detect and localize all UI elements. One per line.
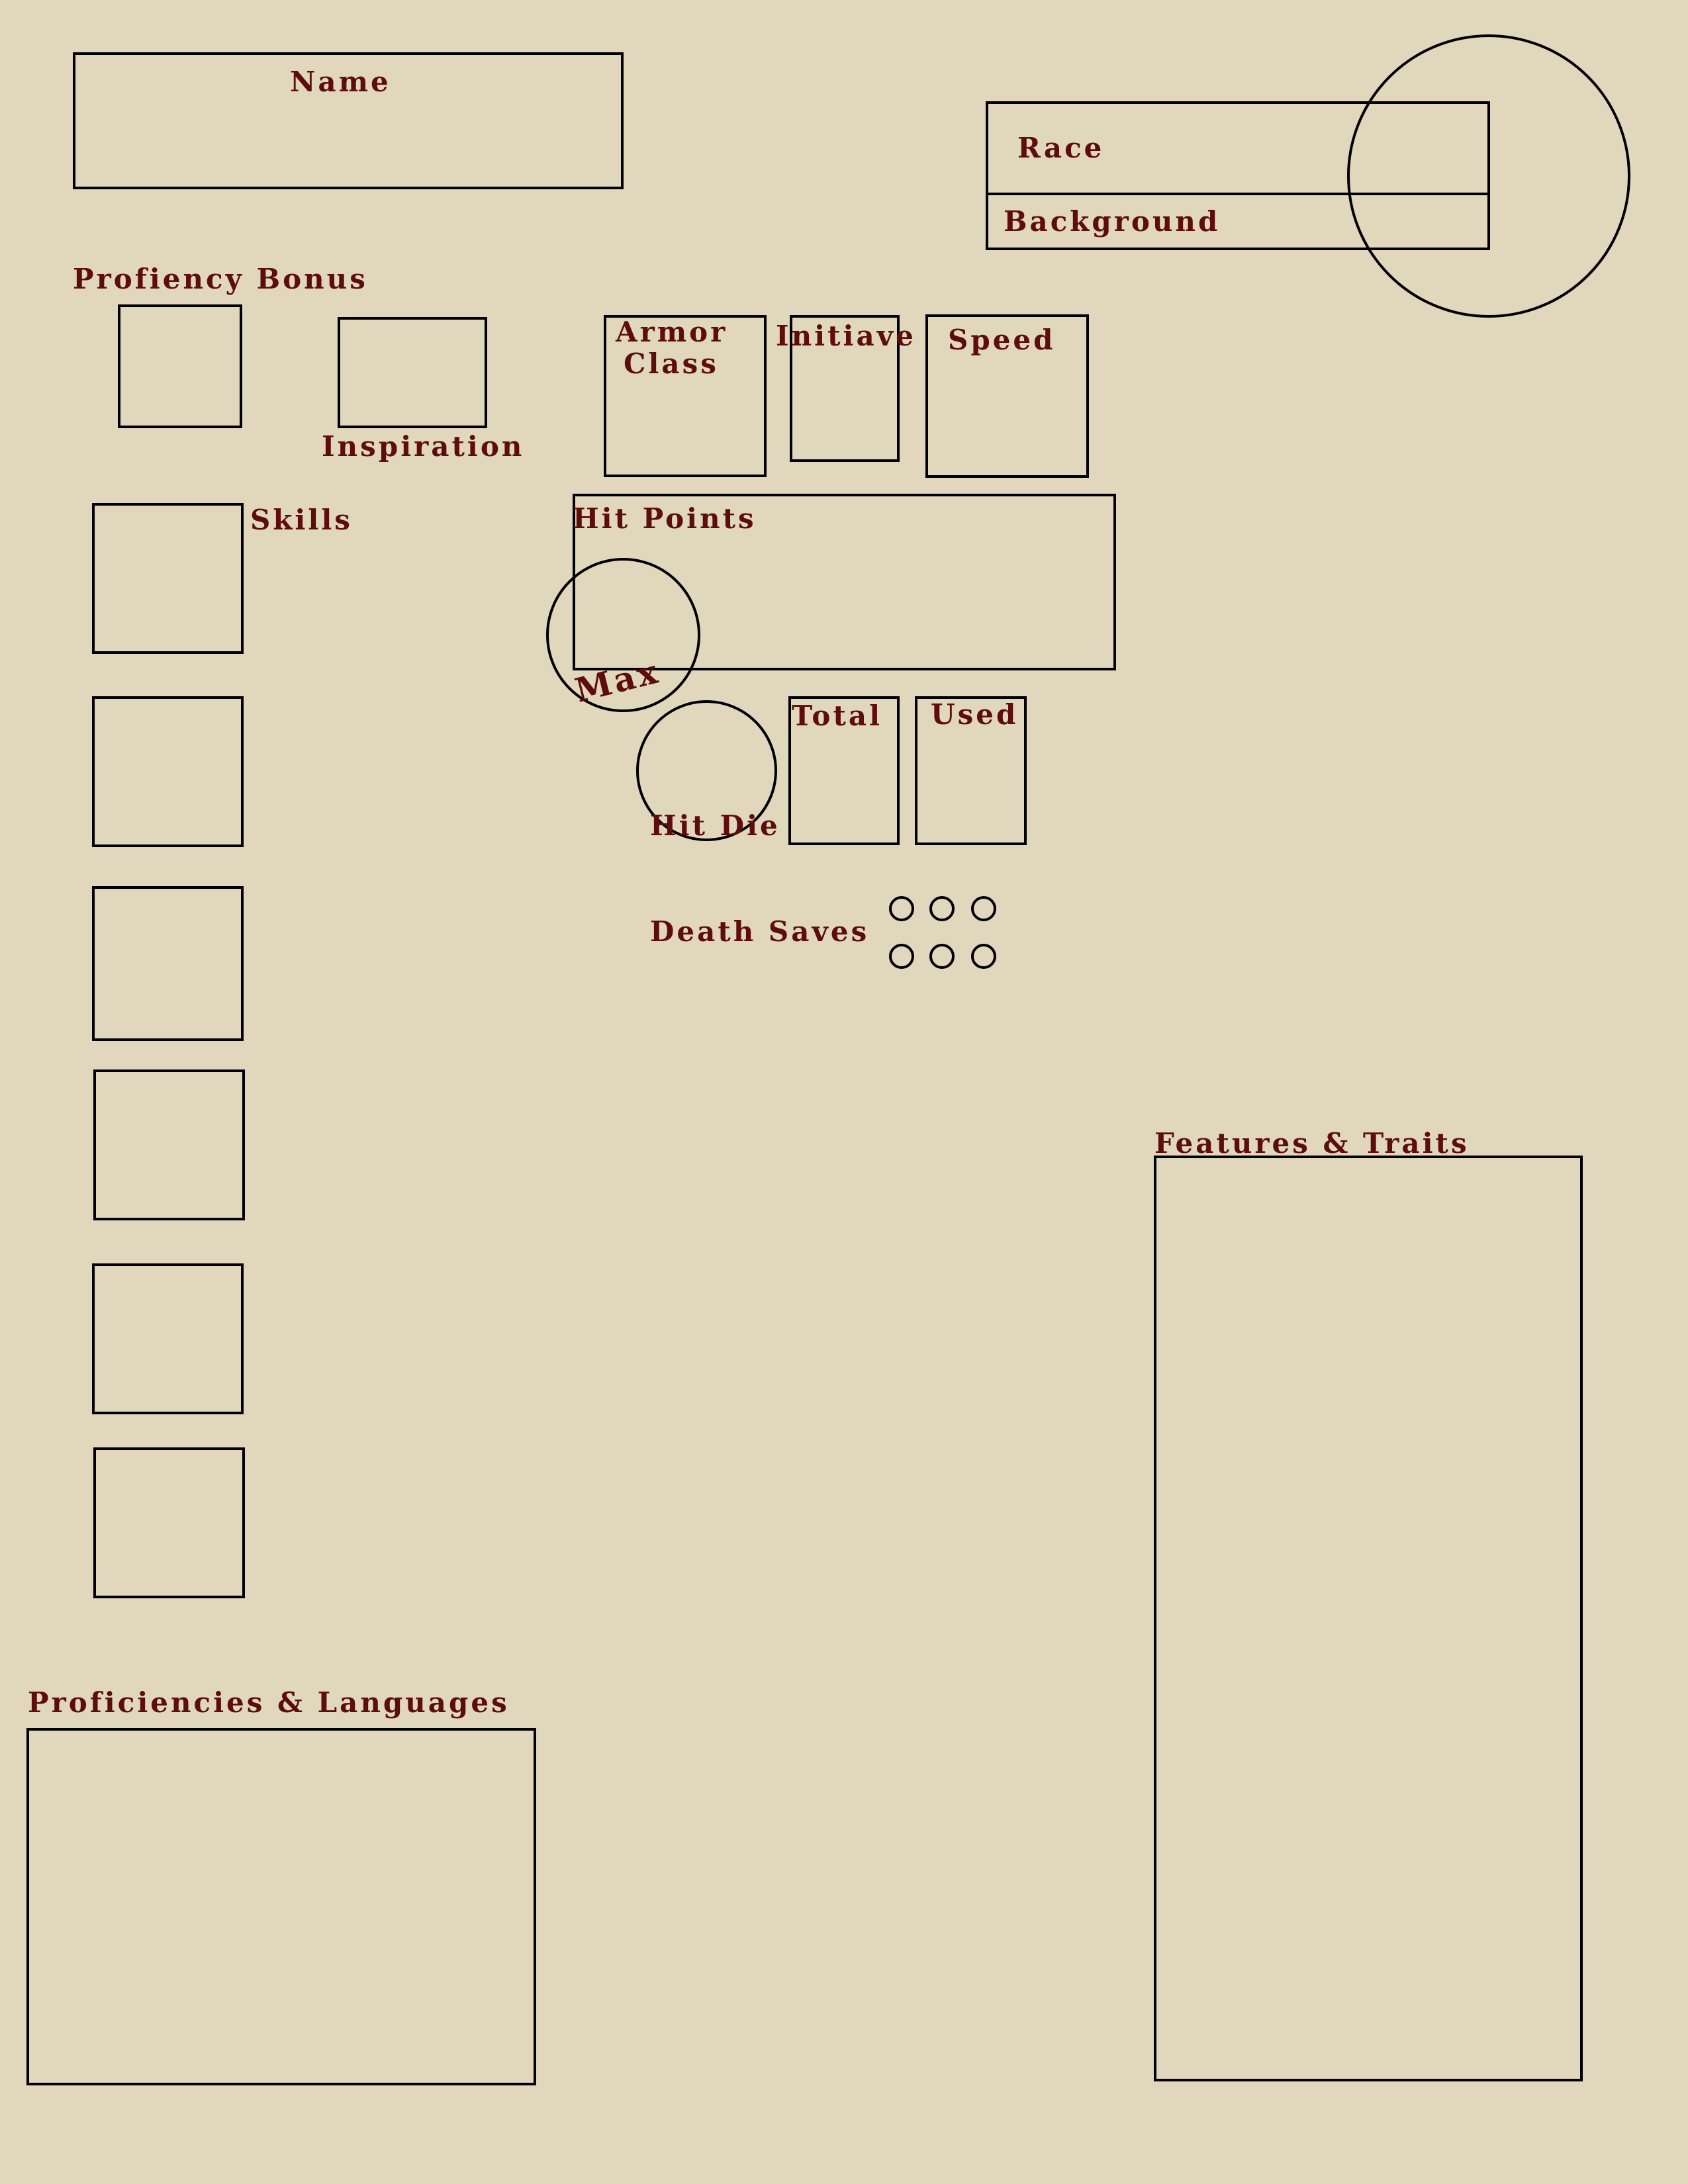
portrait-circle[interactable] [1347,34,1630,318]
proficiency-bonus-label: Profiency Bonus [73,263,368,295]
death-save-failure-pip[interactable] [889,944,914,969]
death-save-failure-pip[interactable] [929,944,955,969]
speed-label: Speed [948,324,1056,356]
features-traits-label: Features & Traits [1154,1127,1470,1160]
hit-dice-total-label: Total [792,700,883,732]
background-label: Background [1004,205,1221,238]
death-saves-label: Death Saves [650,915,870,948]
death-save-success-pip[interactable] [889,896,914,921]
skill-box[interactable] [92,1263,244,1414]
speed-field[interactable] [925,314,1089,478]
death-save-success-pip[interactable] [971,896,996,921]
proficiencies-languages-field[interactable] [26,1728,536,2085]
features-traits-field[interactable] [1154,1156,1583,2081]
hit-die-circle[interactable] [636,700,777,841]
skill-box[interactable] [93,1069,245,1220]
hit-dice-total-field[interactable] [788,696,900,845]
armor-class-label-line2: Class [624,347,719,380]
skill-box[interactable] [92,503,244,654]
hit-dice-used-label: Used [931,698,1019,731]
skill-box[interactable] [92,696,244,847]
initiative-field[interactable] [790,315,900,462]
proficiencies-languages-label: Proficiencies & Languages [28,1686,510,1719]
death-save-success-pip[interactable] [929,896,955,921]
hit-die-label: Hit Die [650,809,780,842]
inspiration-label: Inspiration [322,430,525,463]
proficiency-bonus-field[interactable] [118,304,242,428]
name-field[interactable] [73,52,624,189]
armor-class-label-line1: Armor [616,316,728,348]
death-save-failure-pip[interactable] [971,944,996,969]
skill-box[interactable] [93,1447,245,1598]
max-hp-circle[interactable] [546,558,700,712]
skill-box[interactable] [92,886,244,1041]
initiative-label: Initiave [776,320,916,352]
inspiration-field[interactable] [338,317,487,428]
armor-class-field[interactable] [604,315,767,477]
race-label: Race [1017,132,1105,164]
hit-dice-used-field[interactable] [915,696,1027,845]
name-label: Name [290,66,391,98]
skills-label: Skills [250,504,353,536]
hit-points-label: Hit Points [573,502,757,535]
